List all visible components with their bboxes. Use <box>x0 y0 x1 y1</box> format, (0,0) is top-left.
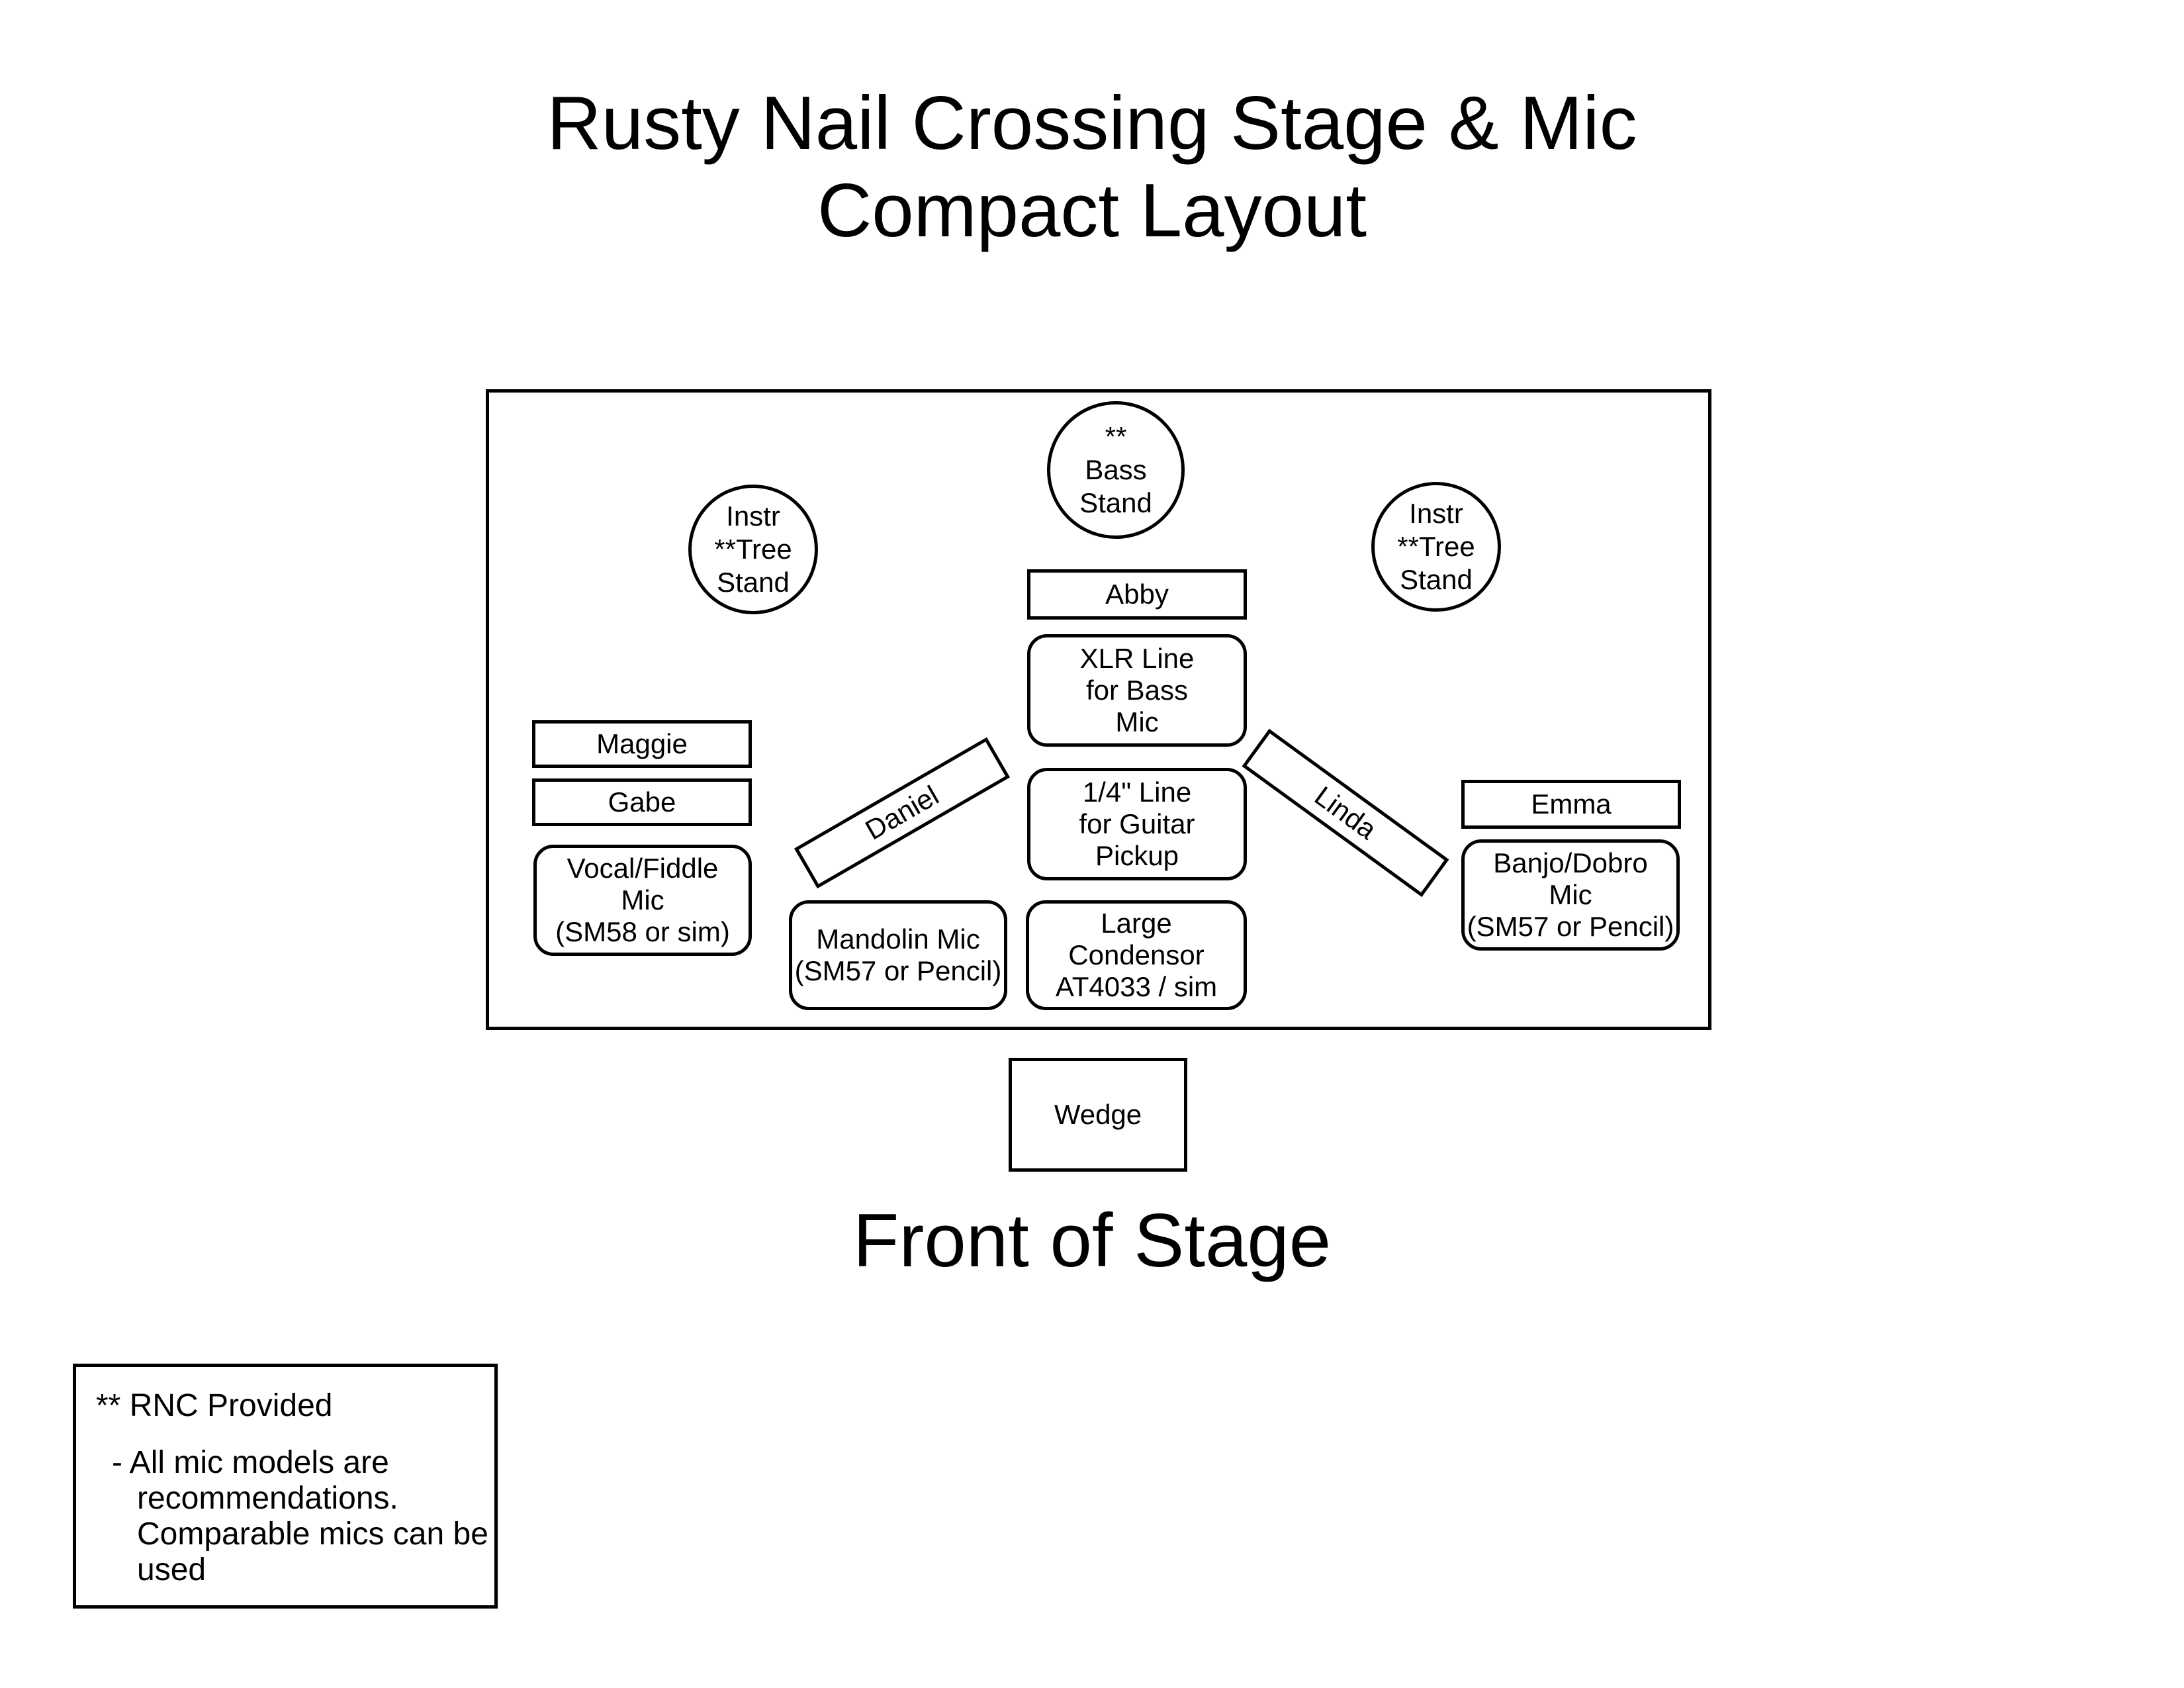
vocal-fiddle-mic: Vocal/Fiddle Mic (SM58 or sim) <box>533 845 752 956</box>
legend-line-4: Comparable mics can be <box>137 1517 488 1552</box>
legend-line-3: recommendations. <box>137 1481 398 1516</box>
mandolin-label-1: Mandolin Mic <box>816 923 980 955</box>
xlr-line-label-3: Mic <box>1115 706 1159 737</box>
banjo-dobro-mic: Banjo/Dobro Mic (SM57 or Pencil) <box>1461 839 1680 951</box>
tree-left-label-1: Instr <box>726 500 780 532</box>
mandolin-label-2: (SM57 or Pencil) <box>794 955 1002 986</box>
condensor-label-1: Large <box>1101 908 1172 939</box>
quarter-line-label-3: Pickup <box>1095 840 1179 871</box>
front-of-stage-label: Front of Stage <box>852 1199 1332 1283</box>
bass-stand-circle: ** Bass Stand <box>1047 401 1185 539</box>
quarter-line-label-1: 1/4" Line <box>1082 776 1192 808</box>
instr-tree-stand-left: Instr **Tree Stand <box>688 485 818 614</box>
legend-line-2: - All mic models are <box>112 1445 389 1480</box>
gabe-position: Gabe <box>532 778 752 826</box>
instr-tree-stand-right: Instr **Tree Stand <box>1371 482 1501 612</box>
condensor-label-2: Condensor <box>1068 939 1205 970</box>
emma-position: Emma <box>1461 780 1681 829</box>
banjo-dobro-label-1: Banjo/Dobro <box>1493 847 1648 878</box>
maggie-position: Maggie <box>532 720 752 768</box>
vocal-fiddle-label-1: Vocal/Fiddle <box>567 853 719 884</box>
legend-line-1: ** RNC Provided <box>96 1388 333 1423</box>
bass-stand-mark: ** <box>1105 421 1127 452</box>
bass-stand-label-1: Bass <box>1085 454 1147 485</box>
legend-line-5: used <box>137 1552 206 1587</box>
page-title: Rusty Nail Crossing Stage & Mic <box>547 81 1637 165</box>
wedge-monitor: Wedge <box>1009 1058 1187 1172</box>
tree-right-label-1: Instr <box>1409 498 1463 529</box>
tree-left-label-2: **Tree <box>714 534 792 565</box>
xlr-line-bass-mic: XLR Line for Bass Mic <box>1027 634 1247 747</box>
xlr-line-label-2: for Bass <box>1085 675 1189 706</box>
abby-position: Abby <box>1027 569 1247 620</box>
condensor-label-3: AT4033 / sim <box>1055 971 1218 1002</box>
quarter-line-label-2: for Guitar <box>1079 808 1195 839</box>
mandolin-mic: Mandolin Mic (SM57 or Pencil) <box>789 900 1007 1010</box>
vocal-fiddle-label-3: (SM58 or sim) <box>555 916 730 947</box>
page-subtitle: Compact Layout <box>817 169 1367 253</box>
banjo-dobro-label-3: (SM57 or Pencil) <box>1467 911 1674 942</box>
tree-right-label-2: **Tree <box>1397 531 1475 562</box>
vocal-fiddle-label-2: Mic <box>621 884 664 915</box>
bass-stand-label-2: Stand <box>1079 487 1152 518</box>
tree-right-label-3: Stand <box>1400 564 1473 595</box>
legend-box: ** RNC Provided - All mic models are rec… <box>73 1364 498 1609</box>
quarter-inch-line-guitar: 1/4" Line for Guitar Pickup <box>1027 768 1247 880</box>
large-condensor-mic: Large Condensor AT4033 / sim <box>1026 900 1247 1010</box>
xlr-line-label-1: XLR Line <box>1079 643 1195 674</box>
tree-left-label-3: Stand <box>717 567 790 598</box>
banjo-dobro-label-2: Mic <box>1549 879 1592 910</box>
